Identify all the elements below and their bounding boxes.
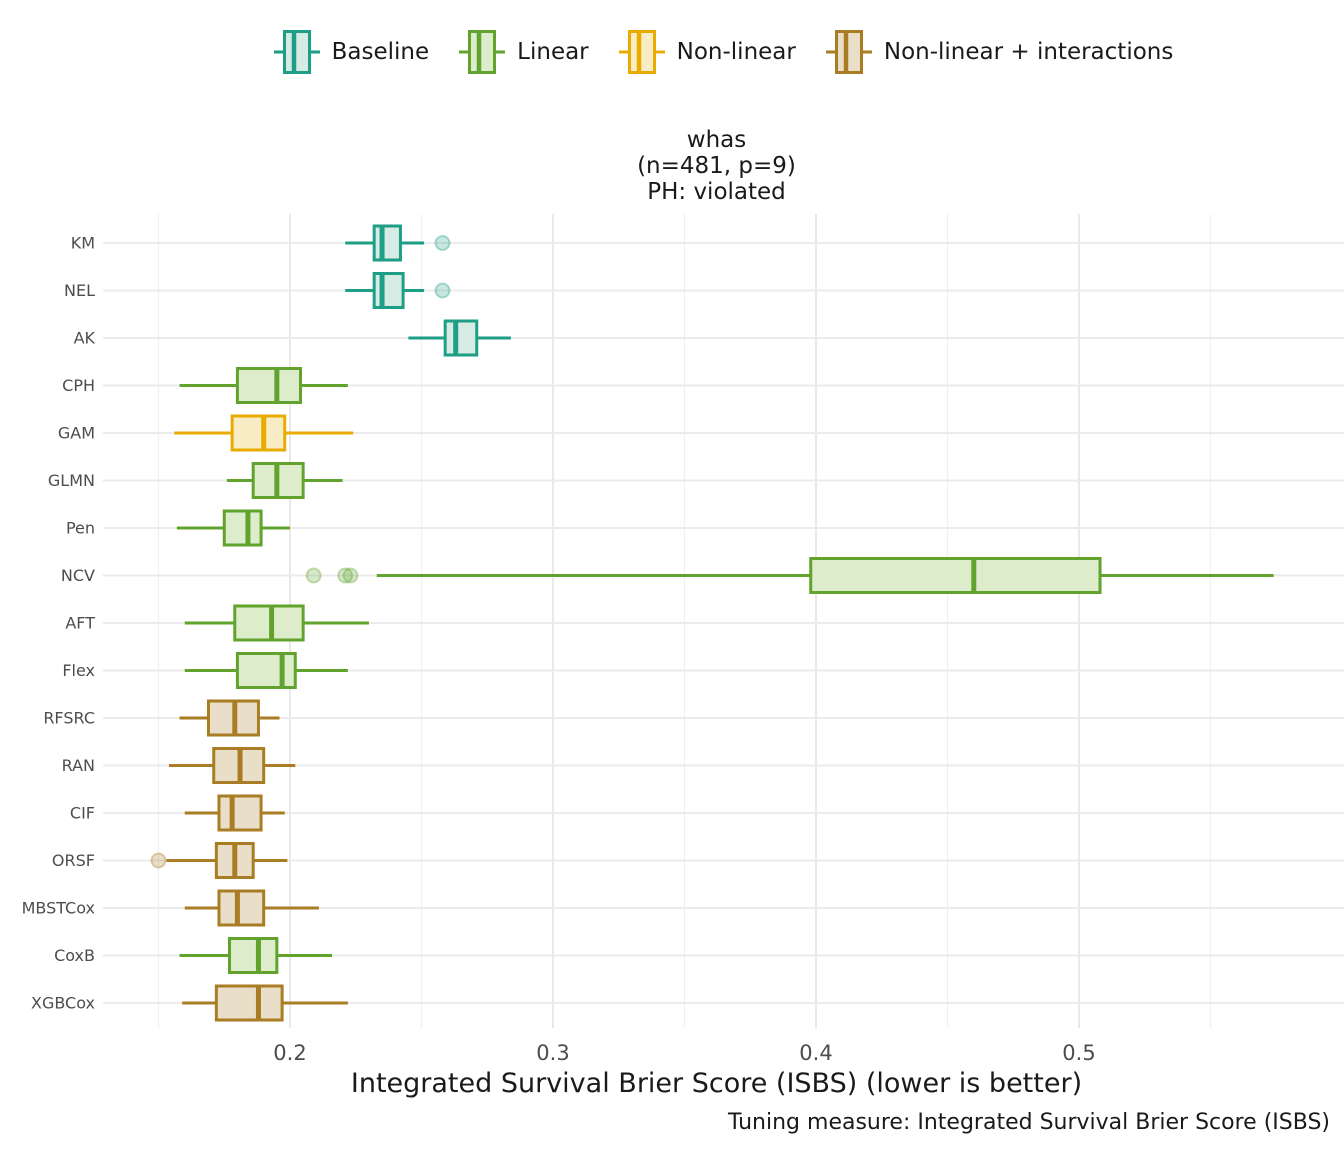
y-tick-label-AFT: AFT bbox=[65, 614, 95, 633]
iqr-box bbox=[372, 272, 405, 309]
outlier-point bbox=[342, 567, 359, 584]
y-tick-label-XGBCox: XGBCox bbox=[31, 994, 95, 1013]
y-tick-label-MBSTCox: MBSTCox bbox=[22, 899, 95, 918]
boxplot-row-AFT bbox=[184, 604, 369, 642]
iqr-box bbox=[235, 367, 303, 404]
legend-boxplot-key-icon bbox=[618, 30, 665, 74]
outlier-point bbox=[434, 282, 451, 299]
boxplot-row-AK bbox=[408, 319, 511, 357]
plot-title: whas (n=481, p=9) PH: violated bbox=[103, 127, 1330, 205]
legend-label: Non-linear + interactions bbox=[883, 39, 1174, 65]
boxplot-row-MBSTCox bbox=[184, 889, 319, 927]
title-dataset: whas bbox=[686, 127, 747, 153]
y-tick-label-Pen: Pen bbox=[66, 519, 95, 538]
boxplot-row-XGBCox bbox=[182, 984, 348, 1022]
x-tick-label: 0.2 bbox=[273, 1041, 306, 1065]
boxplot-row-CPH bbox=[179, 367, 348, 404]
title-ph-status: PH: violated bbox=[647, 179, 786, 205]
y-tick-label-CPH: CPH bbox=[62, 376, 95, 395]
iqr-box bbox=[443, 319, 479, 357]
boxplot-row-GAM bbox=[174, 414, 354, 452]
iqr-box bbox=[809, 557, 1102, 594]
legend-boxplot-key-icon bbox=[273, 30, 320, 74]
legend-label: Linear bbox=[517, 39, 589, 65]
boxplot-row-RAN bbox=[169, 747, 296, 784]
iqr-box bbox=[228, 937, 279, 974]
y-tick-label-GAM: GAM bbox=[58, 424, 95, 443]
x-axis-title: Integrated Survival Brier Score (ISBS) (… bbox=[350, 1068, 1083, 1099]
boxplot-row-Flex bbox=[184, 652, 348, 689]
legend-item-2: Non-linear bbox=[618, 29, 796, 75]
legend-boxplot-key-icon bbox=[825, 30, 872, 74]
iqr-box bbox=[372, 224, 402, 262]
boxplot-row-RFSRC bbox=[179, 699, 280, 737]
x-tick-label: 0.3 bbox=[536, 1041, 569, 1065]
y-tick-label-ORSF: ORSF bbox=[52, 851, 95, 870]
outlier-point bbox=[305, 567, 322, 584]
outlier-point bbox=[150, 852, 167, 869]
iqr-box bbox=[233, 604, 305, 642]
title-dimensions: (n=481, p=9) bbox=[637, 153, 796, 179]
legend: Baseline Linear Non-linear Non-linear + int… bbox=[103, 26, 1344, 78]
outlier-point bbox=[337, 567, 354, 584]
outlier-point bbox=[434, 235, 451, 251]
y-tick-label-CoxB: CoxB bbox=[54, 946, 95, 965]
y-tick-label-NCV: NCV bbox=[61, 566, 95, 585]
legend-label: Non-linear bbox=[676, 39, 796, 65]
iqr-box bbox=[235, 652, 297, 689]
x-tick-label: 0.4 bbox=[799, 1041, 832, 1065]
y-tick-label-KM: KM bbox=[71, 234, 95, 253]
y-tick-label-Flex: Flex bbox=[62, 661, 95, 680]
boxplot-row-Pen bbox=[176, 509, 290, 547]
boxplot-row-ORSF bbox=[150, 842, 288, 879]
legend-item-0: Baseline bbox=[273, 29, 430, 75]
x-tick-label: 0.5 bbox=[1062, 1041, 1095, 1065]
boxplot-row-NEL bbox=[345, 272, 451, 309]
iqr-box bbox=[230, 414, 287, 452]
iqr-box bbox=[222, 509, 263, 547]
iqr-box bbox=[217, 794, 263, 832]
y-tick-label-NEL: NEL bbox=[64, 281, 95, 300]
caption: Tuning measure: Integrated Survival Brie… bbox=[728, 1110, 1330, 1135]
legend-item-1: Linear bbox=[459, 29, 589, 75]
boxplot-row-KM bbox=[345, 224, 451, 262]
y-tick-label-GLMN: GLMN bbox=[48, 471, 95, 490]
legend-item-3: Non-linear + interactions bbox=[825, 29, 1174, 75]
y-tick-label-CIF: CIF bbox=[70, 804, 95, 823]
legend-boxplot-key-icon bbox=[459, 30, 506, 74]
boxplot-row-CIF bbox=[184, 794, 285, 832]
boxplot-row-GLMN bbox=[226, 462, 343, 499]
y-tick-label-RAN: RAN bbox=[62, 756, 95, 775]
iqr-box bbox=[214, 984, 284, 1022]
boxplot-row-NCV bbox=[305, 557, 1274, 594]
legend-label: Baseline bbox=[331, 39, 430, 65]
boxplot-row-CoxB bbox=[179, 937, 333, 974]
y-tick-label-AK: AK bbox=[74, 329, 96, 348]
iqr-box bbox=[217, 889, 266, 927]
y-tick-label-RFSRC: RFSRC bbox=[43, 709, 95, 728]
